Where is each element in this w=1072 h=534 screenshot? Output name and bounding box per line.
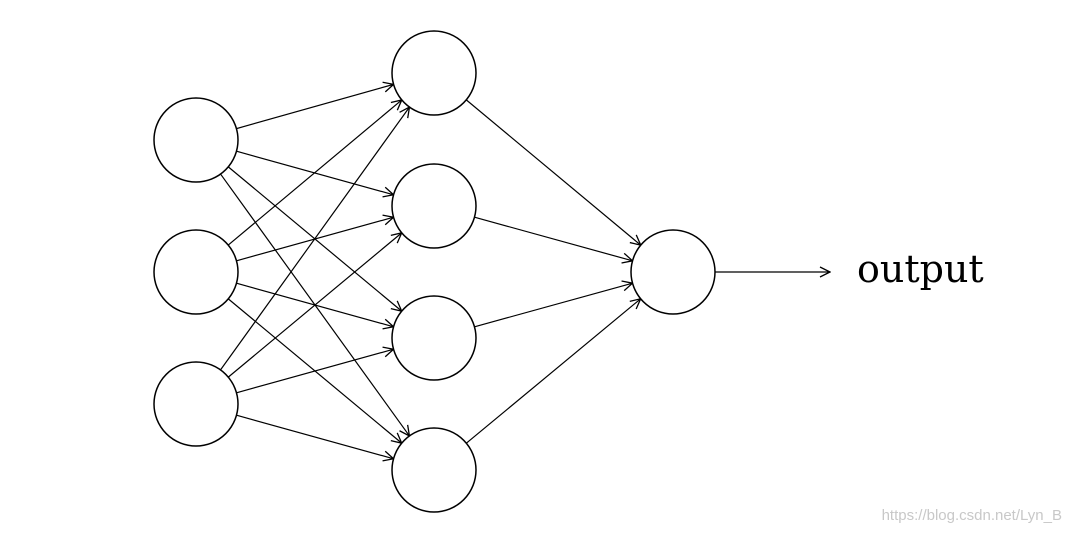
edge-hidden-1-to-output-1: [465, 99, 640, 245]
input-neuron-3: [153, 361, 239, 447]
neurons: [153, 30, 716, 513]
edge-hidden-3-to-output-1: [474, 283, 632, 328]
edge-input-3-to-hidden-2: [227, 233, 401, 378]
hidden-neuron-2: [391, 163, 477, 249]
edge-input-3-to-hidden-3: [236, 349, 393, 394]
input-neuron-2: [153, 229, 239, 315]
hidden-neuron-3: [391, 295, 477, 381]
hidden-neuron-1: [391, 30, 477, 116]
output-label: output: [857, 247, 984, 291]
hidden-neuron-4: [391, 427, 477, 513]
input-neuron-1: [153, 97, 239, 183]
edge-input-3-to-hidden-4: [236, 414, 393, 459]
connections: [220, 84, 641, 459]
watermark: https://blog.csdn.net/Lyn_B: [881, 507, 1062, 524]
edge-input-1-to-hidden-1: [236, 84, 393, 130]
edge-input-3-to-hidden-1: [220, 107, 410, 371]
output-neuron-1: [630, 229, 716, 315]
edge-input-2-to-hidden-1: [227, 100, 402, 246]
edge-hidden-4-to-output-1: [465, 299, 640, 444]
edge-hidden-2-to-output-1: [474, 216, 632, 261]
